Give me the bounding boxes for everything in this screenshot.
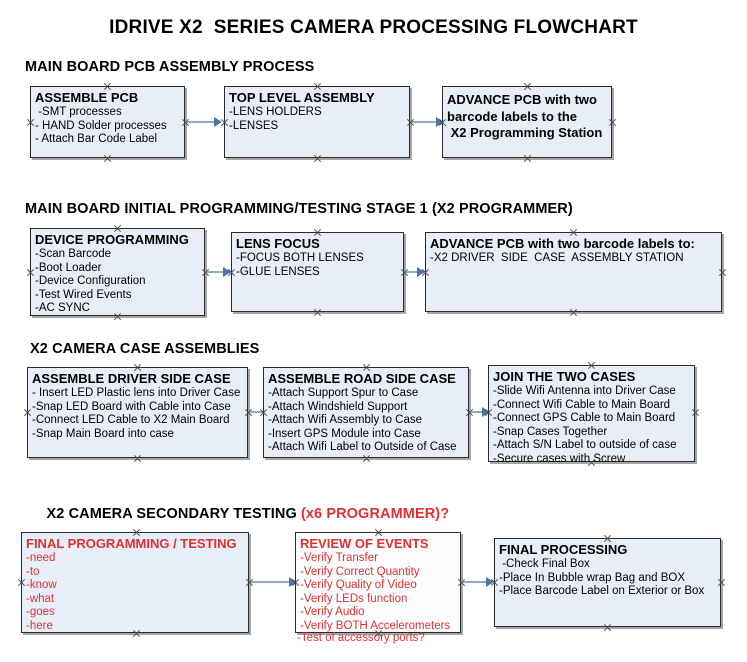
arrowhead-lensfocus-to-advance [417,267,425,277]
box-final-programming-testing-line-1: -need [26,552,56,564]
box-assemble-road-side-case-line-2: -Attach Windshield Support [268,400,408,413]
box-assemble-pcb-line-3: - Attach Bar Code Label [35,133,158,145]
box-lens-focus-header: LENS FOCUS [236,236,320,251]
box-final-programming-testing[interactable]: FINAL PROGRAMMING / TESTING -need -to -k… [21,532,249,633]
box-review-of-events[interactable]: REVIEW OF EVENTS -Verify Transfer -Verif… [295,532,461,633]
section-heading-main-board-initial-programming: MAIN BOARD INITIAL PROGRAMMING/TESTING S… [25,201,573,217]
box-final-programming-testing-line-4: -what [26,592,55,605]
connector-review-to-finalprocessing [463,581,490,583]
box-top-level-assembly-line-2: -LENSES [229,119,279,132]
arrowhead-assemble-to-toplevel [214,117,222,127]
box-assemble-driver-side-case-header: ASSEMBLE DRIVER SIDE CASE [32,371,231,386]
box-device-programming-line-5: -AC SYNC [35,302,90,314]
box-advance-pcb-programming-station-line-2: barcode labels to the [447,108,578,124]
box-join-the-two-cases-line-3: -Connect GPS Cable to Main Board [493,412,676,424]
box-lens-focus[interactable]: LENS FOCUS -FOCUS BOTH LENSES -GLUE LENS… [231,232,404,312]
box-assemble-road-side-case-line-4: -Insert GPS Module into Case [268,427,421,440]
arrowhead-roadside-to-join [482,407,490,417]
connector-roadside-to-join [471,411,485,413]
box-device-programming[interactable]: DEVICE PROGRAMMING -Scan Barcode -Boot L… [30,228,205,316]
box-review-of-events-overflow-line: -Test of accessory ports? [297,632,425,644]
box-lens-focus-line-1: -FOCUS BOTH LENSES [236,252,364,264]
box-final-programming-testing-line-6: -here [26,619,53,632]
box-review-of-events-line-4: -Verify LEDs function [300,592,408,605]
section-heading-text: X2 CAMERA SECONDARY TESTING [46,506,301,522]
box-assemble-driver-side-case-line-1: - Insert LED Plastic lens into Driver Ca… [32,387,241,399]
box-advance-pcb-programming-station[interactable]: ADVANCE PCB with two barcode labels to t… [442,86,612,158]
box-join-the-two-cases-line-4: -Snap Cases Together [493,425,608,438]
box-device-programming-line-2: -Boot Loader [35,261,102,274]
box-final-processing-header: FINAL PROCESSING [499,542,628,557]
box-final-programming-testing-line-3: -know [26,579,57,591]
box-device-programming-line-4: -Test Wired Events [35,288,132,301]
box-final-processing-line-3: -Place Barcode Label on Exterior or Box [499,585,705,597]
arrowhead-review-to-finalprocessing [486,577,494,587]
box-review-of-events-line-5: -Verify Audio [300,606,365,618]
box-assemble-pcb[interactable]: ASSEMBLE PCB -SMT processes - HAND Solde… [30,86,185,158]
box-join-the-two-cases-line-6: -Secure cases with Screw [493,452,626,465]
box-advance-pcb-driver-side[interactable]: ADVANCE PCB with two barcode labels to: … [425,232,722,312]
box-final-programming-testing-header: FINAL PROGRAMMING / TESTING [26,536,237,551]
box-final-programming-testing-line-5: -goes [26,606,55,618]
box-join-the-two-cases-line-1: -Slide Wifi Antenna into Driver Case [493,385,676,397]
box-join-the-two-cases[interactable]: JOIN THE TWO CASES -Slide Wifi Antenna i… [488,365,695,465]
box-advance-pcb-driver-side-header: ADVANCE PCB with two barcode labels to: [430,236,695,251]
box-final-processing-line-2: -Place In Bubble wrap Bag and BOX [499,571,686,584]
page-title: IDRIVE X2 SERIES CAMERA PROCESSING FLOWC… [109,17,638,38]
box-review-of-events-line-2: -Verify Correct Quantity [300,565,420,578]
box-advance-pcb-programming-station-line-1: ADVANCE PCB with two [447,92,597,107]
box-join-the-two-cases-line-2: -Connect Wifi Cable to Main Board [493,398,671,411]
box-assemble-road-side-case-line-5: -Attach Wifi Label to Outside of Case [268,441,457,453]
arrowhead-toplevel-to-advance [436,117,444,127]
box-assemble-driver-side-case[interactable]: ASSEMBLE DRIVER SIDE CASE - Insert LED P… [27,367,248,458]
connector-finalprog-to-review [251,581,294,583]
box-assemble-driver-side-case-line-4: -Snap Main Board into case [32,427,174,440]
box-join-the-two-cases-header: JOIN THE TWO CASES [493,369,636,384]
box-assemble-road-side-case-header: ASSEMBLE ROAD SIDE CASE [268,371,456,386]
box-device-programming-header: DEVICE PROGRAMMING [35,232,189,247]
box-top-level-assembly-header: TOP LEVEL ASSEMBLY [229,90,375,105]
box-review-of-events-line-6: -Verify BOTH Accelerometers [300,619,451,632]
arrowhead-device-to-lensfocus [223,267,231,277]
box-join-the-two-cases-line-5: -Attach S/N Label to outside of case [493,439,677,451]
box-assemble-road-side-case-line-1: -Attach Support Spur to Case [268,387,419,399]
section-heading-x2-camera-case-assemblies: X2 CAMERA CASE ASSEMBLIES [30,341,260,357]
box-review-of-events-header: REVIEW OF EVENTS [300,536,429,551]
section-heading-main-board-pcb-assembly: MAIN BOARD PCB ASSEMBLY PROCESS [25,59,315,75]
box-advance-pcb-programming-station-line-3: X2 Programming Station [447,125,603,140]
section-heading-x2-camera-secondary-testing: X2 CAMERA SECONDARY TESTING (x6 PROGRAMM… [30,490,450,538]
box-top-level-assembly[interactable]: TOP LEVEL ASSEMBLY -LENS HOLDERS -LENSES [224,86,410,158]
connector-assemble-to-toplevel [187,121,219,123]
box-final-processing[interactable]: FINAL PROCESSING -Check Final Box -Place… [494,538,721,627]
connector-device-to-lensfocus [207,271,227,273]
box-assemble-driver-side-case-line-2: -Snap LED Board with Cable into Case [32,400,231,413]
box-device-programming-line-1: -Scan Barcode [35,248,112,260]
box-assemble-pcb-line-1: -SMT processes [35,106,122,118]
box-review-of-events-line-3: -Verify Quality of Video [300,579,417,591]
connector-lensfocus-to-advance [406,271,420,273]
connector-toplevel-to-advance [412,121,440,123]
section-heading-accent: (x6 PROGRAMMER)? [300,506,450,522]
box-lens-focus-line-2: -GLUE LENSES [236,265,320,278]
box-assemble-pcb-line-2: - HAND Solder processes [35,119,167,132]
box-assemble-pcb-header: ASSEMBLE PCB [35,90,139,105]
box-assemble-road-side-case-line-3: -Attach Wifi Assembly to Case [268,414,423,426]
box-top-level-assembly-line-1: -LENS HOLDERS [229,106,322,118]
box-assemble-road-side-case[interactable]: ASSEMBLE ROAD SIDE CASE -Attach Support … [263,367,469,458]
box-final-processing-line-1: -Check Final Box [499,558,590,570]
arrowhead-finalprog-to-review [289,577,297,587]
box-review-of-events-line-1: -Verify Transfer [300,552,378,564]
box-final-programming-testing-line-2: -to [26,565,40,578]
box-device-programming-line-3: -Device Configuration [35,275,146,287]
connector-driverside-to-roadside [250,411,266,413]
box-advance-pcb-driver-side-line-1: -X2 DRIVER SIDE CASE ASSEMBLY STATION [430,252,684,264]
box-assemble-driver-side-case-line-3: -Connect LED Cable to X2 Main Board [32,414,230,426]
